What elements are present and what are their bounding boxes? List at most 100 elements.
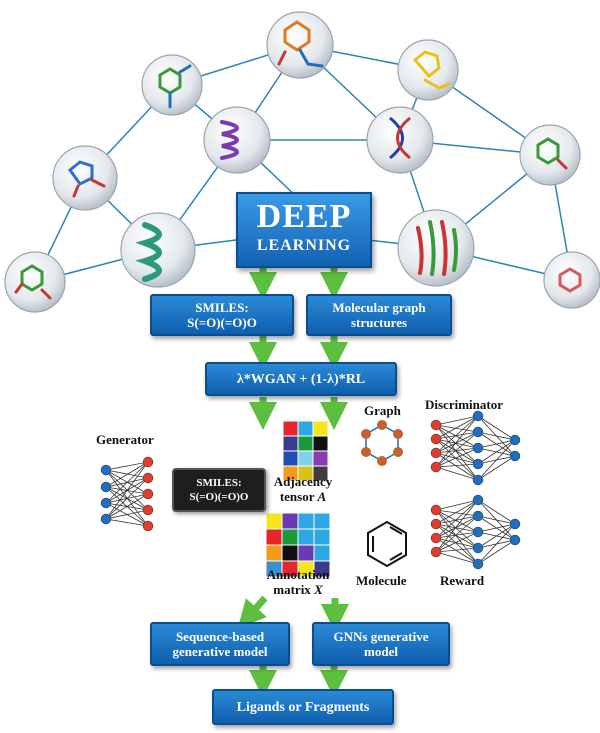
gnn-line2: model: [364, 644, 398, 659]
matrix-cell: [312, 420, 329, 437]
graph-label: Graph: [364, 403, 401, 418]
benzene-icon: [367, 520, 407, 568]
neuron-node: [430, 546, 442, 558]
neuron-node: [472, 558, 484, 570]
adjacency-line1: Adjacency: [273, 474, 333, 489]
adjacency-tensor-icon: [282, 420, 329, 482]
gnn-line1: GNNs generative: [333, 629, 429, 644]
matrix-cell: [281, 544, 299, 562]
neuron-node: [472, 442, 484, 454]
neuron-node: [472, 542, 484, 554]
annotation-line2: matrix: [273, 582, 311, 597]
discriminator-network-icon: [430, 410, 521, 486]
neuron-node: [100, 513, 112, 525]
generator-network-icon: [100, 456, 154, 532]
reward-label: Reward: [440, 573, 485, 588]
adjacency-var: A: [317, 489, 327, 504]
neuron-node: [472, 426, 484, 438]
wgan-box: λ*WGAN + (1-λ)*RL: [205, 362, 397, 396]
molecule-label: Molecule: [356, 573, 407, 588]
matrix-cell: [265, 528, 283, 546]
deep-learning-box: DEEP LEARNING: [236, 192, 372, 268]
matrix-cell: [265, 512, 283, 530]
generator-label: Generator: [96, 432, 154, 447]
matrix-cell: [312, 435, 329, 452]
neuron-node: [472, 510, 484, 522]
molecular-graph-box: Molecular graph structures: [306, 294, 452, 336]
neuron-node: [509, 450, 521, 462]
deep-label: DEEP: [256, 198, 352, 235]
neuron-node: [430, 447, 442, 459]
matrix-cell: [297, 435, 314, 452]
neuron-node: [472, 410, 484, 422]
annotation-var: X: [314, 582, 323, 597]
seq-line1: Sequence-based: [175, 629, 265, 644]
matrix-cell: [313, 528, 331, 546]
matrix-cell: [297, 528, 315, 546]
matrix-cell: [297, 450, 314, 467]
smiles-token-line2: S(=O)(=O)O: [189, 491, 249, 503]
neuron-node: [142, 488, 154, 500]
neuron-node: [472, 526, 484, 538]
annotation-matrix-icon: [265, 512, 331, 578]
matrix-cell: [313, 544, 331, 562]
ligands-label: Ligands or Fragments: [236, 699, 370, 715]
neuron-node: [430, 433, 442, 445]
smiles-token: SMILES: S(=O)(=O)O: [172, 468, 266, 512]
discriminator-label: Discriminator: [425, 397, 503, 412]
neuron-node: [430, 419, 442, 431]
matrix-cell: [313, 512, 331, 530]
molgraph-line2: structures: [350, 315, 408, 330]
neuron-node: [509, 534, 521, 546]
sequence-model-box: Sequence-based generative model: [150, 622, 290, 666]
matrix-cell: [282, 420, 299, 437]
smiles-box: SMILES: S(=O)(=O)O: [150, 294, 294, 336]
smiles-token-line1: SMILES:: [196, 477, 242, 489]
neuron-node: [509, 518, 521, 530]
matrix-cell: [297, 512, 315, 530]
smiles-box-line2: S(=O)(=O)O: [187, 315, 257, 330]
matrix-cell: [282, 435, 299, 452]
protein-helix-icon: [135, 120, 239, 282]
neuron-node: [430, 461, 442, 473]
learning-label: LEARNING: [256, 237, 352, 254]
neuron-node: [430, 504, 442, 516]
neuron-node: [472, 474, 484, 486]
neuron-node: [142, 504, 154, 516]
neuron-node: [472, 458, 484, 470]
beta-sheet-icon: [416, 220, 458, 276]
neuron-node: [430, 518, 442, 530]
adjacency-line2: tensor: [279, 489, 315, 504]
matrix-cell: [297, 420, 314, 437]
neuron-node: [100, 481, 112, 493]
neuron-node: [142, 456, 154, 468]
neuron-node: [100, 497, 112, 509]
dna-icon: [389, 116, 411, 160]
neuron-node: [142, 520, 154, 532]
matrix-cell: [265, 544, 283, 562]
matrix-cell: [297, 544, 315, 562]
matrix-cell: [281, 528, 299, 546]
adjacency-label: Adjacency tensor A: [266, 474, 340, 504]
flow-arrows: [237, 266, 349, 698]
gnn-model-box: GNNs generative model: [312, 622, 450, 666]
matrix-cell: [313, 560, 331, 578]
seq-line2: generative model: [172, 644, 268, 659]
neuron-node: [430, 532, 442, 544]
matrix-cell: [282, 450, 299, 467]
smiles-box-line1: SMILES:: [195, 300, 249, 315]
molgraph-line1: Molecular graph: [332, 300, 426, 315]
graph-icon: [361, 420, 403, 466]
neuron-node: [509, 434, 521, 446]
annotation-label: Annotation matrix X: [258, 567, 338, 597]
neuron-node: [472, 494, 484, 506]
ligands-box: Ligands or Fragments: [212, 689, 394, 725]
matrix-cell: [281, 512, 299, 530]
neuron-node: [142, 472, 154, 484]
matrix-cell: [312, 450, 329, 467]
molecule-icon: [14, 20, 582, 300]
wgan-label: λ*WGAN + (1-λ)*RL: [236, 371, 366, 387]
matrix-cell: [312, 465, 329, 482]
